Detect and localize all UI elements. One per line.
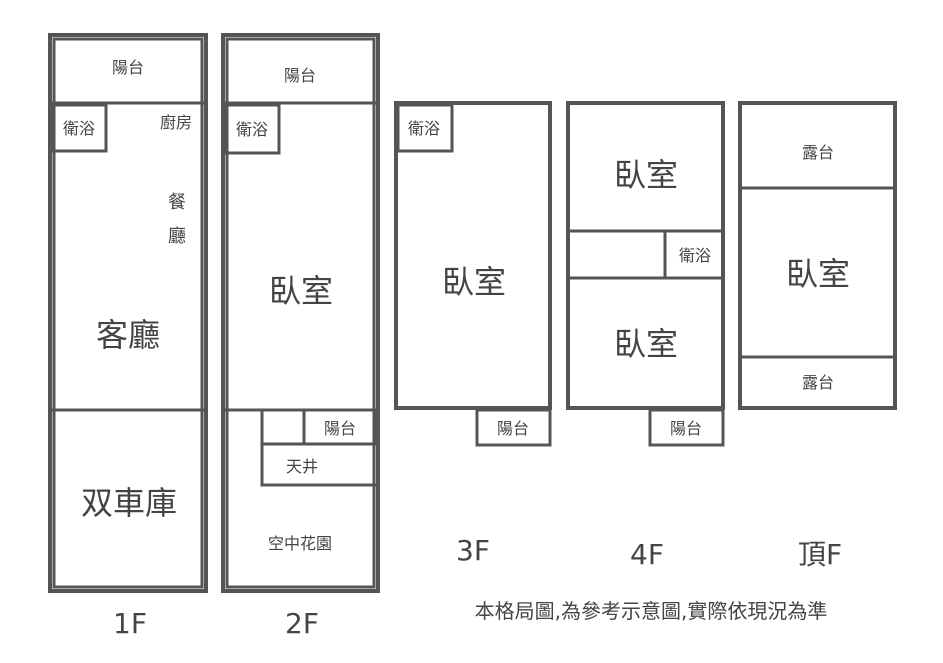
floor-3f-outline <box>394 101 552 410</box>
floor-roof-terrace-bottom-label: 露台 <box>802 373 834 392</box>
floor-1f-dining-label-1: 餐 <box>168 192 186 213</box>
floor-1f-living-label: 客廳 <box>96 316 160 354</box>
floor-2f-skylight-walls <box>260 410 376 487</box>
floor-3f: 衛浴 臥室 陽台 3F <box>394 101 552 567</box>
floor-2f-balcony-top-label: 陽台 <box>284 66 316 85</box>
floor-2f-title: 2F <box>285 607 319 640</box>
floor-roof-outline <box>738 101 897 410</box>
floor-4f-bathroom-label: 衛浴 <box>679 246 711 265</box>
floor-4f-bedroom-bottom-label: 臥室 <box>614 325 678 363</box>
floor-1f-dining-label-2: 廳 <box>168 226 186 247</box>
disclaimer-note: 本格局圖,為參考示意圖,實際依現況為準 <box>475 599 828 623</box>
floor-2f-small-balcony-label: 陽台 <box>324 419 356 438</box>
floor-1f-outline <box>48 33 208 593</box>
floor-2f-bedroom-label: 臥室 <box>269 272 333 310</box>
floor-1f: 陽台 衛浴 廚房 餐 廳 客廳 双車庫 1F <box>48 33 208 640</box>
floor-1f-bathroom-label: 衛浴 <box>63 119 95 138</box>
floor-1f-kitchen-label: 廚房 <box>160 113 192 132</box>
floor-2f-inner-outline <box>225 37 376 589</box>
floor-1f-balcony-label: 陽台 <box>112 58 144 77</box>
floor-4f: 臥室 衛浴 臥室 陽台 4F <box>566 101 725 571</box>
floor-4f-bedroom-top-label: 臥室 <box>614 156 678 194</box>
floor-2f-small-balcony-box <box>302 408 378 446</box>
floor-3f-title: 3F <box>456 534 490 567</box>
floor-2f-skylight-label: 天井 <box>286 457 318 476</box>
floor-roof: 露台 臥室 露台 頂F <box>738 101 897 571</box>
floor-2f-bathroom-box <box>223 103 281 155</box>
floor-3f-balcony-box <box>475 408 552 447</box>
floor-1f-garage-label: 双車庫 <box>81 484 177 522</box>
floor-3f-bathroom-box <box>396 103 454 153</box>
floor-1f-title: 1F <box>113 607 147 640</box>
floor-4f-title: 4F <box>630 538 664 571</box>
floor-4f-balcony-box <box>648 408 725 447</box>
floor-3f-bathroom-label: 衛浴 <box>408 119 440 138</box>
floor-3f-balcony-label: 陽台 <box>497 419 529 438</box>
floor-roof-title: 頂F <box>798 538 842 571</box>
floor-4f-balcony-label: 陽台 <box>670 419 702 438</box>
floor-2f: 陽台 衛浴 臥室 陽台 天井 空中花園 2F <box>221 33 380 640</box>
floor-roof-bedroom-label: 臥室 <box>786 255 850 293</box>
floor-4f-outline <box>566 101 725 410</box>
floor-2f-outline <box>221 33 380 593</box>
floor-2f-bathroom-label: 衛浴 <box>236 120 268 139</box>
floor-roof-terrace-top-label: 露台 <box>802 143 834 162</box>
floor-3f-bedroom-label: 臥室 <box>442 263 506 301</box>
floor-1f-bathroom-box <box>50 103 108 153</box>
floor-2f-sky-garden-label: 空中花園 <box>268 534 332 553</box>
floor-1f-inner-outline <box>52 37 204 589</box>
